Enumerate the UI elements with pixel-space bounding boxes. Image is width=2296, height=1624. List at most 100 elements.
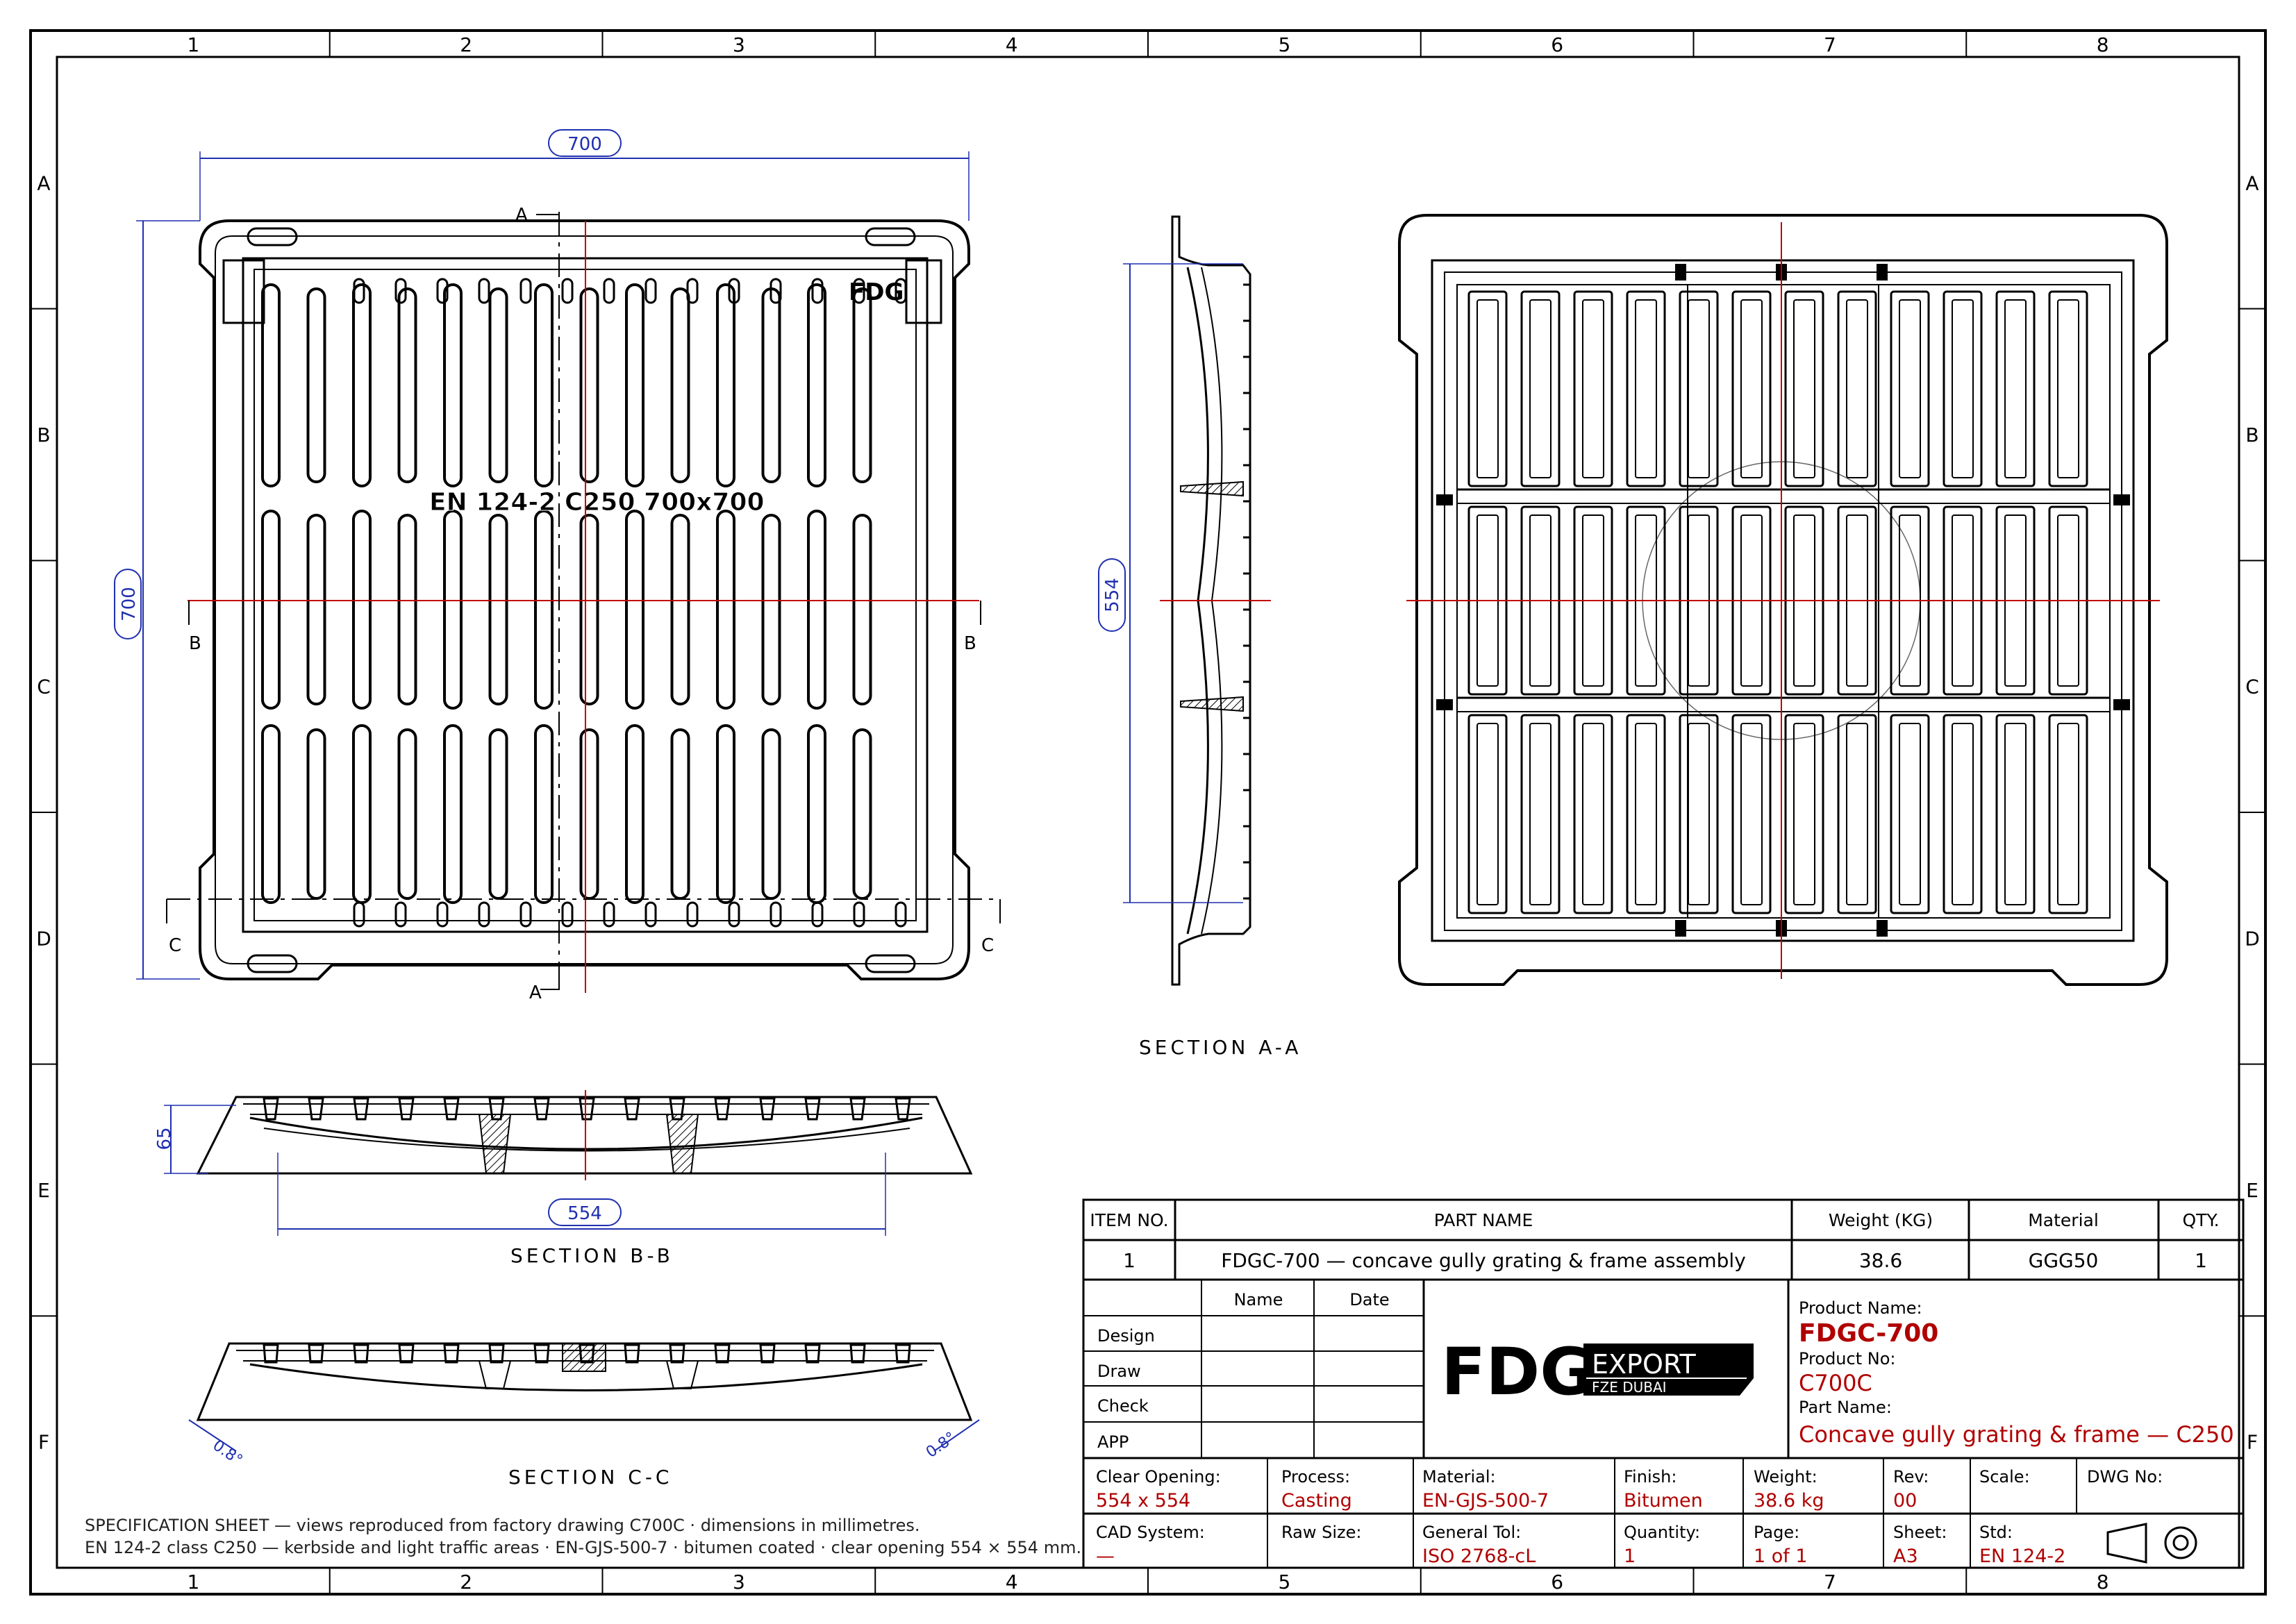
zone-col-label: 4	[1006, 1571, 1018, 1593]
zone-row-label: B	[2245, 424, 2258, 446]
product-no-label: Product No:	[1799, 1349, 1895, 1368]
bom-header-material: Material	[2028, 1210, 2099, 1230]
section-mark-c-right: C	[981, 935, 994, 956]
field-raw-label: Raw Size:	[1281, 1523, 1361, 1542]
dim-cc-angle-left: 0.8°	[210, 1437, 246, 1469]
section-mark-c-left: C	[169, 935, 181, 956]
approval-row-design: Design	[1097, 1326, 1155, 1346]
part-name-label: Part Name:	[1799, 1398, 1892, 1417]
field-sheet-value: A3	[1893, 1546, 1918, 1567]
field-std-value: EN 124-2	[1979, 1546, 2065, 1567]
field-qty-label: Quantity:	[1624, 1523, 1700, 1542]
field-scale-label: Scale:	[1979, 1467, 2030, 1487]
field-cad-label: CAD System:	[1096, 1523, 1205, 1542]
field-qty-value: 1	[1624, 1546, 1636, 1567]
dim-bb-height: 65	[154, 1127, 175, 1150]
zone-col-label: 1	[187, 1571, 199, 1593]
spec-note-2: EN 124-2 class C250 — kerbside and light…	[85, 1538, 1081, 1557]
bom-cell-qty: 1	[2195, 1249, 2207, 1272]
label-section-aa: SECTION A-A	[1139, 1036, 1301, 1059]
zone-row-label: E	[2246, 1179, 2258, 1202]
zone-row-label: F	[2247, 1431, 2258, 1454]
approval-col-date: Date	[1349, 1290, 1389, 1309]
field-tol-label: General Tol:	[1422, 1523, 1521, 1542]
section-mark-b-left: B	[189, 633, 201, 654]
field-material-label: Material:	[1422, 1467, 1496, 1487]
part-name-value: Concave gully grating & frame — C250	[1799, 1421, 2234, 1448]
dim-top-width: 700	[567, 134, 602, 155]
bom-header-part: PART NAME	[1434, 1210, 1533, 1230]
label-section-cc: SECTION C-C	[508, 1466, 672, 1489]
product-name-value: FDGC-700	[1799, 1319, 1938, 1348]
zone-row-label: A	[2245, 171, 2258, 194]
approval-row-check: Check	[1097, 1396, 1149, 1416]
section-cc-view: 0.8° 0.8° SECTION C-C	[188, 1342, 980, 1489]
field-process-value: Casting	[1281, 1490, 1352, 1512]
field-page-label: Page:	[1754, 1523, 1799, 1542]
field-page-value: 1 of 1	[1754, 1546, 1808, 1567]
zone-col-label: 3	[733, 1571, 745, 1593]
zone-row-label: C	[37, 676, 51, 698]
spec-note-1: SPECIFICATION SHEET — views reproduced f…	[85, 1516, 920, 1535]
bom-cell-weight: 38.6	[1859, 1249, 1902, 1272]
field-tol-value: ISO 2768-cL	[1422, 1546, 1536, 1567]
zone-col-label: 4	[1006, 33, 1018, 56]
approval-row-draw: Draw	[1097, 1362, 1141, 1381]
field-dwg-label: DWG No:	[2087, 1467, 2163, 1487]
projection-circle-icon	[2164, 1526, 2197, 1559]
dim-cc-angle-right: 0.8°	[923, 1429, 959, 1462]
plan-marking: EN 124-2 C250 700x700	[429, 488, 765, 517]
field-material-value: EN-GJS-500-7	[1422, 1490, 1549, 1512]
field-rev-value: 00	[1893, 1490, 1917, 1512]
field-finish-label: Finish:	[1624, 1467, 1677, 1487]
bom-table	[1082, 1198, 2245, 1281]
zone-col-label: 8	[2097, 1571, 2109, 1593]
field-process-label: Process:	[1281, 1467, 1350, 1487]
section-mark-b-right: B	[964, 633, 976, 654]
product-name-label: Product Name:	[1799, 1298, 1922, 1318]
product-no-value: C700C	[1799, 1370, 1872, 1396]
zone-col-label: 5	[1278, 1571, 1290, 1593]
side-section-view: 554 SECTION A-A	[1098, 215, 1301, 1059]
field-rev-label: Rev:	[1893, 1467, 1929, 1487]
bottom-view	[1398, 214, 2168, 986]
zone-col-label: 2	[460, 1571, 472, 1593]
bom-cell-material: GGG50	[2029, 1249, 2099, 1272]
label-section-bb: SECTION B-B	[510, 1244, 674, 1267]
zone-row-label: B	[37, 424, 50, 446]
bom-header-qty: QTY.	[2182, 1210, 2219, 1230]
zone-col-label: 8	[2097, 33, 2109, 56]
field-sheet-label: Sheet:	[1893, 1523, 1947, 1542]
plan-logo: FDG	[849, 278, 904, 306]
title-block-frame	[1082, 1278, 2245, 1569]
zone-ticks	[31, 31, 2265, 1594]
field-cad-value: —	[1096, 1546, 1115, 1567]
zone-col-label: 7	[1824, 1571, 1836, 1593]
zone-col-label: 7	[1824, 33, 1836, 56]
logo-export: EXPORT	[1592, 1349, 1697, 1380]
zone-col-label: 3	[733, 33, 745, 56]
zone-row-label: D	[36, 927, 51, 950]
company-logo: FDG EXPORT FZE DUBAI	[1441, 1334, 1754, 1410]
dim-bb-opening: 554	[567, 1203, 602, 1224]
zone-col-label: 6	[1551, 1571, 1563, 1593]
zone-row-label: E	[38, 1179, 50, 1202]
dim-left-height: 700	[119, 587, 140, 621]
projection-cone-icon	[2106, 1523, 2147, 1564]
outer-frame	[29, 29, 2267, 1596]
plan-view: FDG EN 124-2 C250 700x700 A A B B C C 70…	[114, 129, 1001, 1003]
section-mark-a-top: A	[515, 205, 528, 226]
field-weight-label: Weight:	[1754, 1467, 1817, 1487]
field-clear-opening-value: 554 x 554	[1096, 1490, 1190, 1512]
logo-sub: FZE DUBAI	[1592, 1379, 1667, 1396]
approval-col-name: Name	[1234, 1290, 1283, 1309]
bom-header-item: ITEM NO.	[1090, 1210, 1168, 1230]
field-std-label: Std:	[1979, 1523, 2013, 1542]
bom-header-weight: Weight (KG)	[1829, 1210, 1933, 1230]
zone-col-label: 6	[1551, 33, 1563, 56]
field-finish-value: Bitumen	[1624, 1490, 1703, 1512]
zone-row-label: C	[2245, 676, 2259, 698]
zone-row-label: D	[2245, 927, 2260, 950]
bom-cell-part: FDGC-700 — concave gully grating & frame…	[1221, 1249, 1746, 1272]
